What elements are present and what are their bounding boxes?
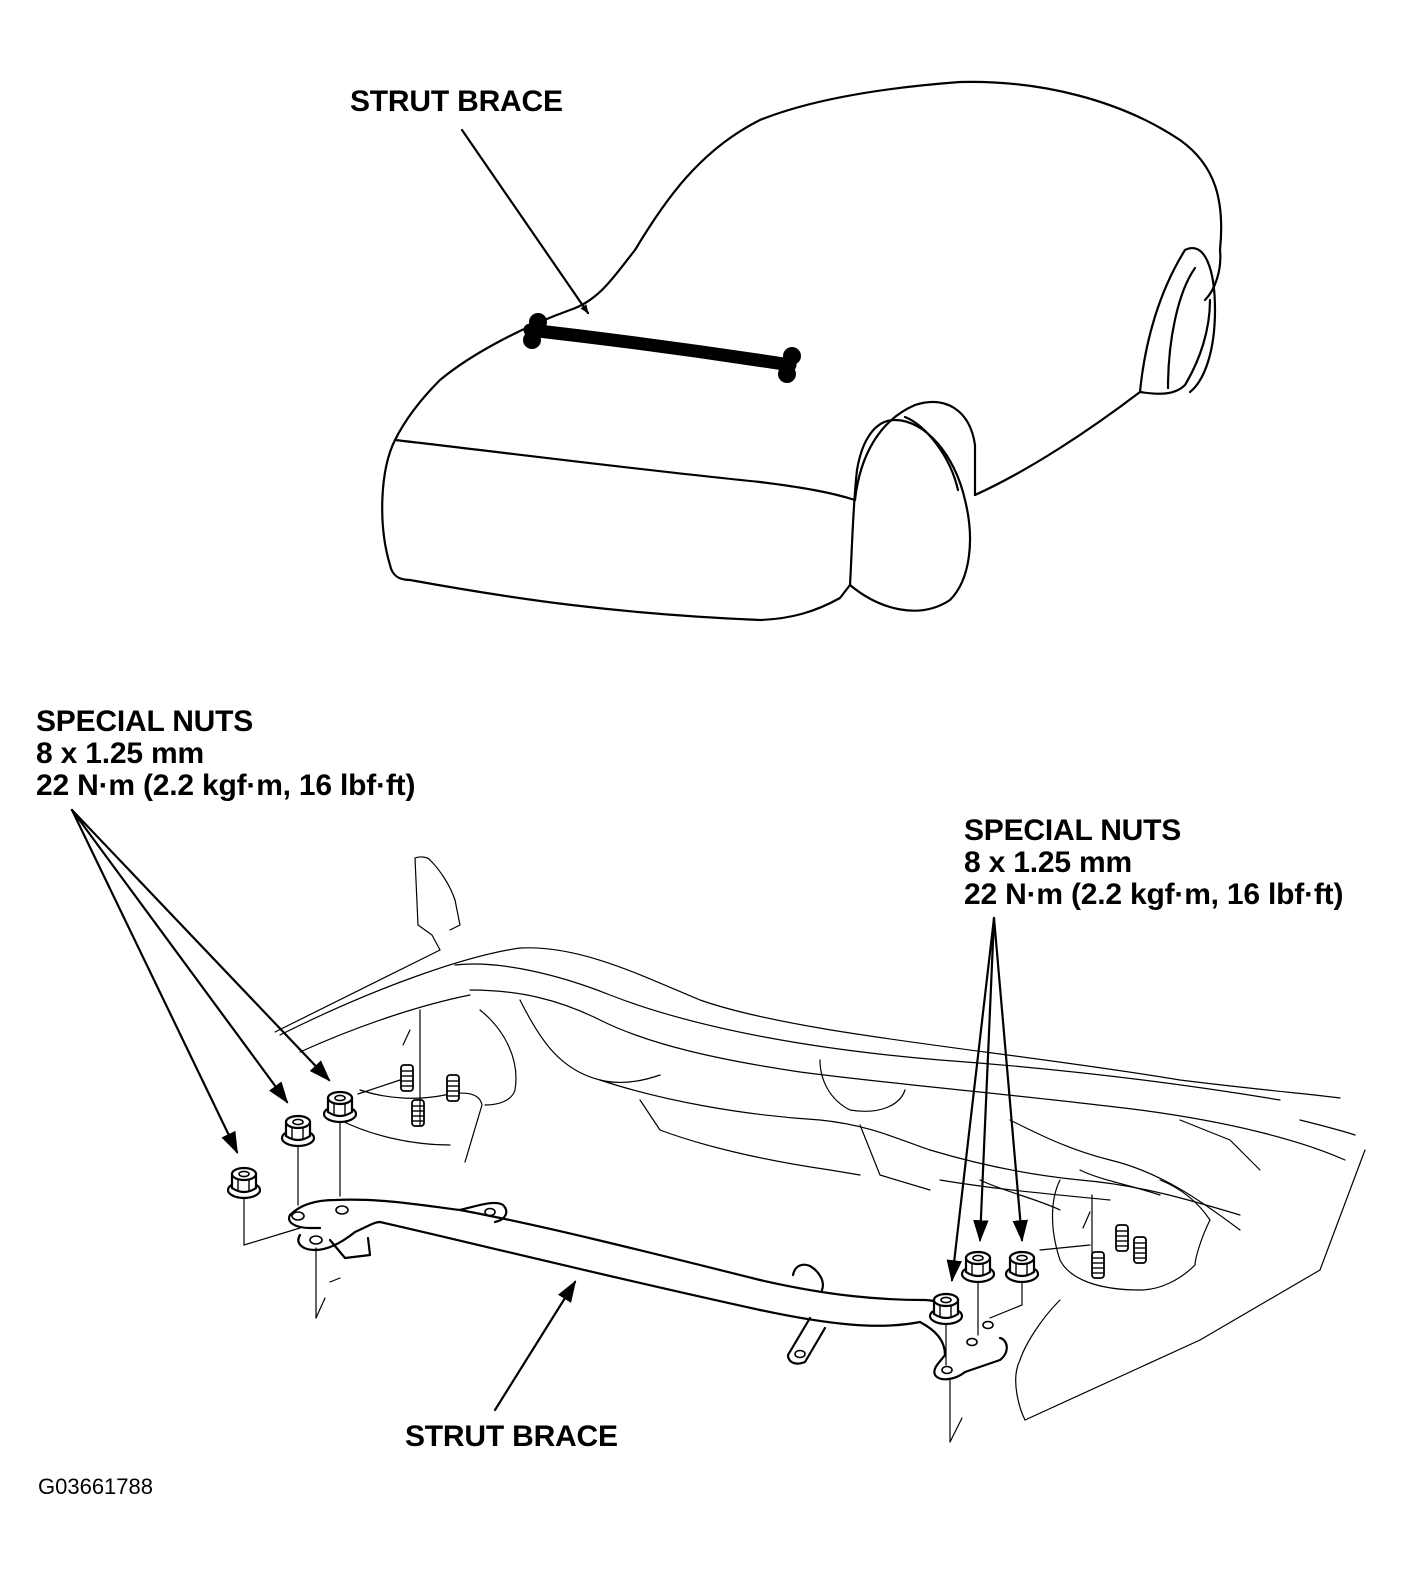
special-nuts-left-size: 8 x 1.25 mm [36, 737, 204, 770]
right-nuts-arrows [946, 916, 1028, 1283]
strut-brace-bottom-arrow [493, 1280, 577, 1412]
alignment-lines [243, 1009, 1093, 1443]
car-illustration [381, 80, 1223, 622]
strut-brace-top-arrow [460, 128, 590, 315]
strut-brace-top-label: STRUT BRACE [350, 85, 563, 118]
left-nuts-arrows [70, 808, 331, 1154]
special-nuts-right-callout: SPECIAL NUTS 8 x 1.25 mm 22 N·m (2.2 kgf… [964, 815, 1343, 911]
left-nuts [226, 1090, 358, 1200]
special-nuts-right-size: 8 x 1.25 mm [964, 846, 1132, 879]
left-studs [400, 1064, 460, 1127]
right-studs [1091, 1224, 1147, 1279]
special-nuts-right-torque: 22 N·m (2.2 kgf·m, 16 lbf·ft) [964, 878, 1344, 911]
special-nuts-left-name: SPECIAL NUTS [36, 705, 254, 738]
engine-bay-illustration [274, 856, 1366, 1421]
strut-brace-part [288, 1198, 1008, 1381]
special-nuts-left-torque: 22 N·m (2.2 kgf·m, 16 lbf·ft) [36, 769, 416, 802]
strut-brace-bottom-label: STRUT BRACE [405, 1420, 618, 1453]
special-nuts-left-callout: SPECIAL NUTS 8 x 1.25 mm 22 N·m (2.2 kgf… [36, 706, 415, 802]
figure-id: G03661788 [38, 1474, 153, 1499]
special-nuts-right-name: SPECIAL NUTS [964, 814, 1182, 847]
